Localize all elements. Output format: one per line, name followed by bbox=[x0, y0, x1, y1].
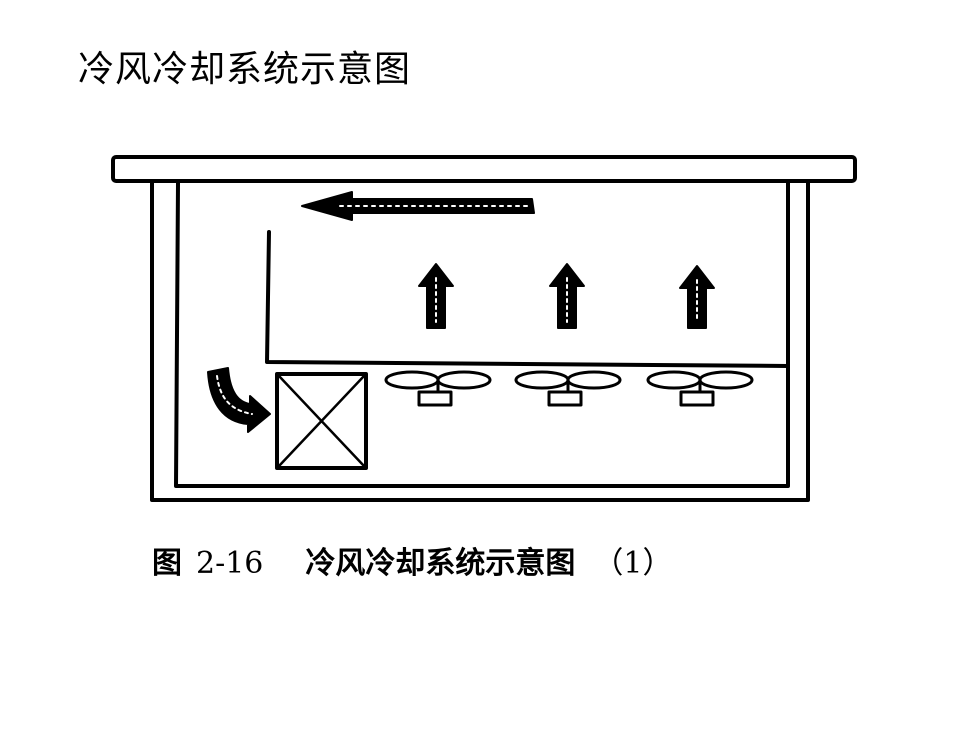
fan-2 bbox=[514, 370, 622, 407]
cover-plate bbox=[111, 155, 857, 183]
caption-prefix: 图 bbox=[152, 546, 182, 581]
caption-number: 2-16 bbox=[196, 546, 264, 581]
fan-1 bbox=[384, 370, 492, 407]
upward-airflow-arrow-1 bbox=[418, 263, 454, 329]
slide-title: 冷风冷却系统示意图 bbox=[78, 49, 412, 90]
fan-3 bbox=[646, 370, 754, 407]
top-leftward-airflow-arrow bbox=[301, 191, 535, 221]
caption-text: 冷风冷却系统示意图 bbox=[305, 546, 576, 581]
enclosure-outer-wall bbox=[150, 179, 810, 502]
air-duct-baffle bbox=[265, 230, 790, 368]
heat-exchanger bbox=[275, 372, 368, 470]
figure-caption: 图 2-16 冷风冷却系统示意图 （1） bbox=[152, 538, 673, 582]
upward-airflow-arrow-2 bbox=[549, 263, 585, 329]
upward-airflow-arrow-3 bbox=[679, 265, 715, 329]
enclosure-inner-wall bbox=[174, 181, 790, 488]
inlet-curved-arrow bbox=[207, 367, 271, 433]
caption-suffix: （1） bbox=[593, 546, 673, 581]
